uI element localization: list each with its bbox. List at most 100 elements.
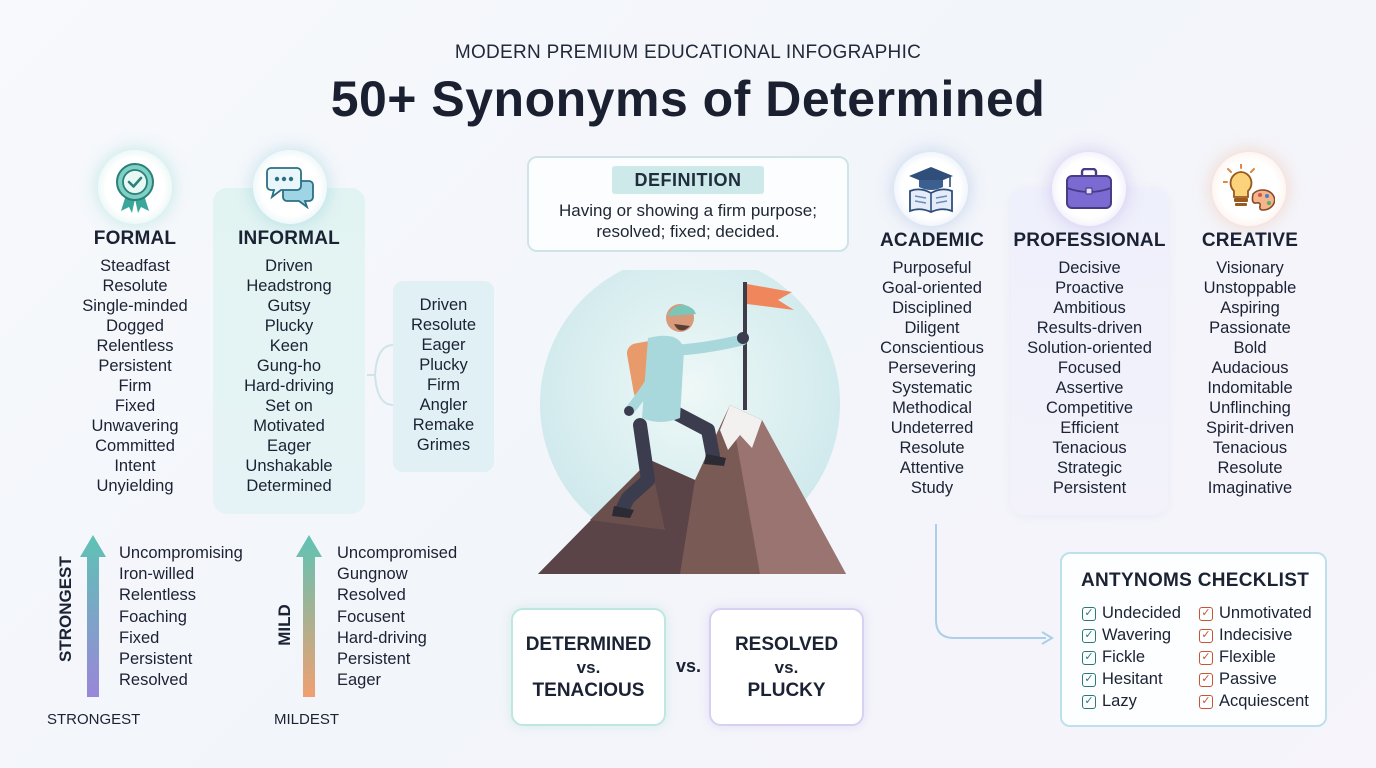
antonym-item[interactable]: ✓Fickle: [1082, 648, 1145, 667]
mild-synonym: Uncompromised: [337, 544, 458, 562]
academic-synonym: Systematic: [891, 379, 973, 397]
formal-synonym: Fixed: [114, 397, 156, 415]
creative-synonym: Resolute: [1217, 459, 1283, 477]
antonym-label: Lazy: [1102, 692, 1137, 710]
antonym-label: Acquiescent: [1219, 692, 1309, 710]
antonym-item[interactable]: ✓Hesitant: [1082, 670, 1163, 689]
checkbox-icon[interactable]: ✓: [1082, 606, 1096, 621]
creative-synonym: Unflinching: [1209, 399, 1291, 417]
antonym-item[interactable]: ✓Wavering: [1082, 626, 1171, 645]
mildest-bottom-label: MILDEST: [274, 711, 340, 728]
academic-synonym: Conscientious: [880, 339, 984, 357]
antonyms-checklist: ANTYNOMS CHECKLIST ✓Undecided✓Wavering✓F…: [1060, 552, 1327, 727]
strongest-synonym: Relentless: [119, 586, 197, 605]
professional-synonym: Proactive: [1055, 279, 1124, 297]
formal-heading: FORMAL: [93, 228, 177, 249]
antonyms-connector-arrow: [935, 524, 1054, 645]
professional-synonym: Persistent: [1052, 479, 1127, 497]
professional-heading: PROFESSIONAL: [1013, 230, 1166, 251]
informal-synonym: Gung-ho: [256, 357, 322, 375]
formal-synonym: Single-minded: [82, 297, 188, 315]
creative-heading: CREATIVE: [1201, 230, 1299, 251]
resolved-vs-plucky-card: RESOLVED vs. PLUCKY: [709, 608, 864, 726]
checkbox-icon[interactable]: ✓: [1082, 672, 1096, 687]
informal-synonym: Motivated: [253, 417, 325, 435]
antonym-item[interactable]: ✓ Undecided: [1082, 604, 1181, 623]
formal-synonym: Dogged: [106, 317, 164, 335]
antonym-label: Passive: [1219, 670, 1277, 688]
checkbox-icon[interactable]: ✓: [1199, 628, 1213, 643]
academic-synonym: Methodical: [892, 399, 972, 417]
strongest-synonym: Iron-willed: [119, 565, 195, 584]
mild-synonym: Persistent: [337, 650, 411, 669]
informal-synonym: Unshakable: [245, 457, 333, 475]
antonym-item[interactable]: ✓Unmotivated: [1199, 604, 1312, 623]
bubble-synonym: Resolute: [410, 316, 477, 334]
antonym-item[interactable]: ✓ Flexible: [1199, 648, 1276, 667]
creative-synonym: Bold: [1233, 339, 1267, 357]
creative-synonym: Spirit-driven: [1205, 419, 1295, 437]
mountain-climber-illustration: [538, 270, 846, 574]
formal-synonym: Committed: [95, 437, 175, 455]
formal-synonym: Persistent: [98, 357, 172, 375]
strongest-synonym: Persistent: [119, 650, 193, 669]
professional-synonym: Results-driven: [1036, 319, 1143, 337]
antonym-label: Flexible: [1219, 648, 1276, 666]
card-left-line-1: DETERMINED: [525, 633, 652, 655]
strongest-vertical-wrapper: STRONGEST: [26, 556, 106, 662]
bubble-connector: [367, 344, 394, 406]
professional-synonym: Decisive: [1058, 259, 1121, 277]
checkbox-icon[interactable]: ✓: [1082, 694, 1096, 709]
card-left-line-2: vs.: [576, 657, 601, 677]
briefcase-icon: [1052, 152, 1126, 226]
antonym-item[interactable]: ✓ Acquiescent: [1199, 692, 1309, 711]
informal-synonym: Driven: [265, 257, 313, 275]
formal-synonym: Relentless: [96, 337, 174, 355]
lightbulb-palette-icon: [1212, 152, 1286, 226]
checkbox-icon[interactable]: ✓: [1082, 650, 1096, 665]
formal-synonym: Resolute: [102, 277, 168, 295]
antonym-label: Undecided: [1102, 604, 1181, 622]
antonym-item[interactable]: ✓ Passive: [1199, 670, 1277, 689]
checkbox-icon[interactable]: ✓: [1199, 694, 1213, 709]
creative-synonym: Aspiring: [1220, 299, 1280, 317]
antonym-item[interactable]: ✓ Lazy: [1082, 692, 1137, 711]
professional-synonym: Tenacious: [1052, 439, 1127, 457]
strongest-synonym: Foaching: [119, 607, 187, 626]
mild-scale-arrow: [296, 535, 322, 697]
academic-synonym: Undeterred: [890, 419, 974, 437]
creative-synonym: Tenacious: [1212, 439, 1288, 457]
professional-synonym: Efficient: [1060, 419, 1119, 437]
bubble-synonym: Driven: [419, 296, 468, 314]
formal-synonym: Unwavering: [91, 417, 179, 435]
academic-synonym: Goal-oriented: [882, 279, 982, 297]
antonyms-title: ANTYNOMS CHECKLIST: [1081, 570, 1310, 591]
creative-synonym: Unstoppable: [1203, 279, 1297, 297]
creative-synonym: Audacious: [1211, 359, 1289, 377]
checkbox-icon[interactable]: ✓: [1082, 628, 1096, 643]
formal-synonym: Steadfast: [100, 257, 170, 275]
professional-synonym: Focused: [1057, 359, 1122, 377]
checkbox-icon[interactable]: ✓: [1199, 650, 1213, 665]
professional-synonym: Assertive: [1055, 379, 1124, 397]
bubble-synonym: Plucky: [419, 356, 468, 374]
bubble-synonym: Grimes: [416, 436, 471, 454]
card-right-line-2: vs.: [774, 657, 799, 677]
chat-bubbles-icon: [253, 150, 327, 224]
bubble-synonym: Eager: [421, 336, 466, 354]
antonym-item[interactable]: ✓Indecisive: [1199, 626, 1292, 645]
card-right-line-3: PLUCKY: [747, 679, 826, 701]
formal-synonym: Firm: [118, 377, 152, 395]
creative-synonym: Passionate: [1209, 319, 1291, 337]
checkbox-icon[interactable]: ✓: [1199, 606, 1213, 621]
checkbox-icon[interactable]: ✓: [1199, 672, 1213, 687]
bubble-synonym: Remake: [412, 416, 475, 434]
strongest-vertical-label: STRONGEST: [56, 556, 75, 662]
